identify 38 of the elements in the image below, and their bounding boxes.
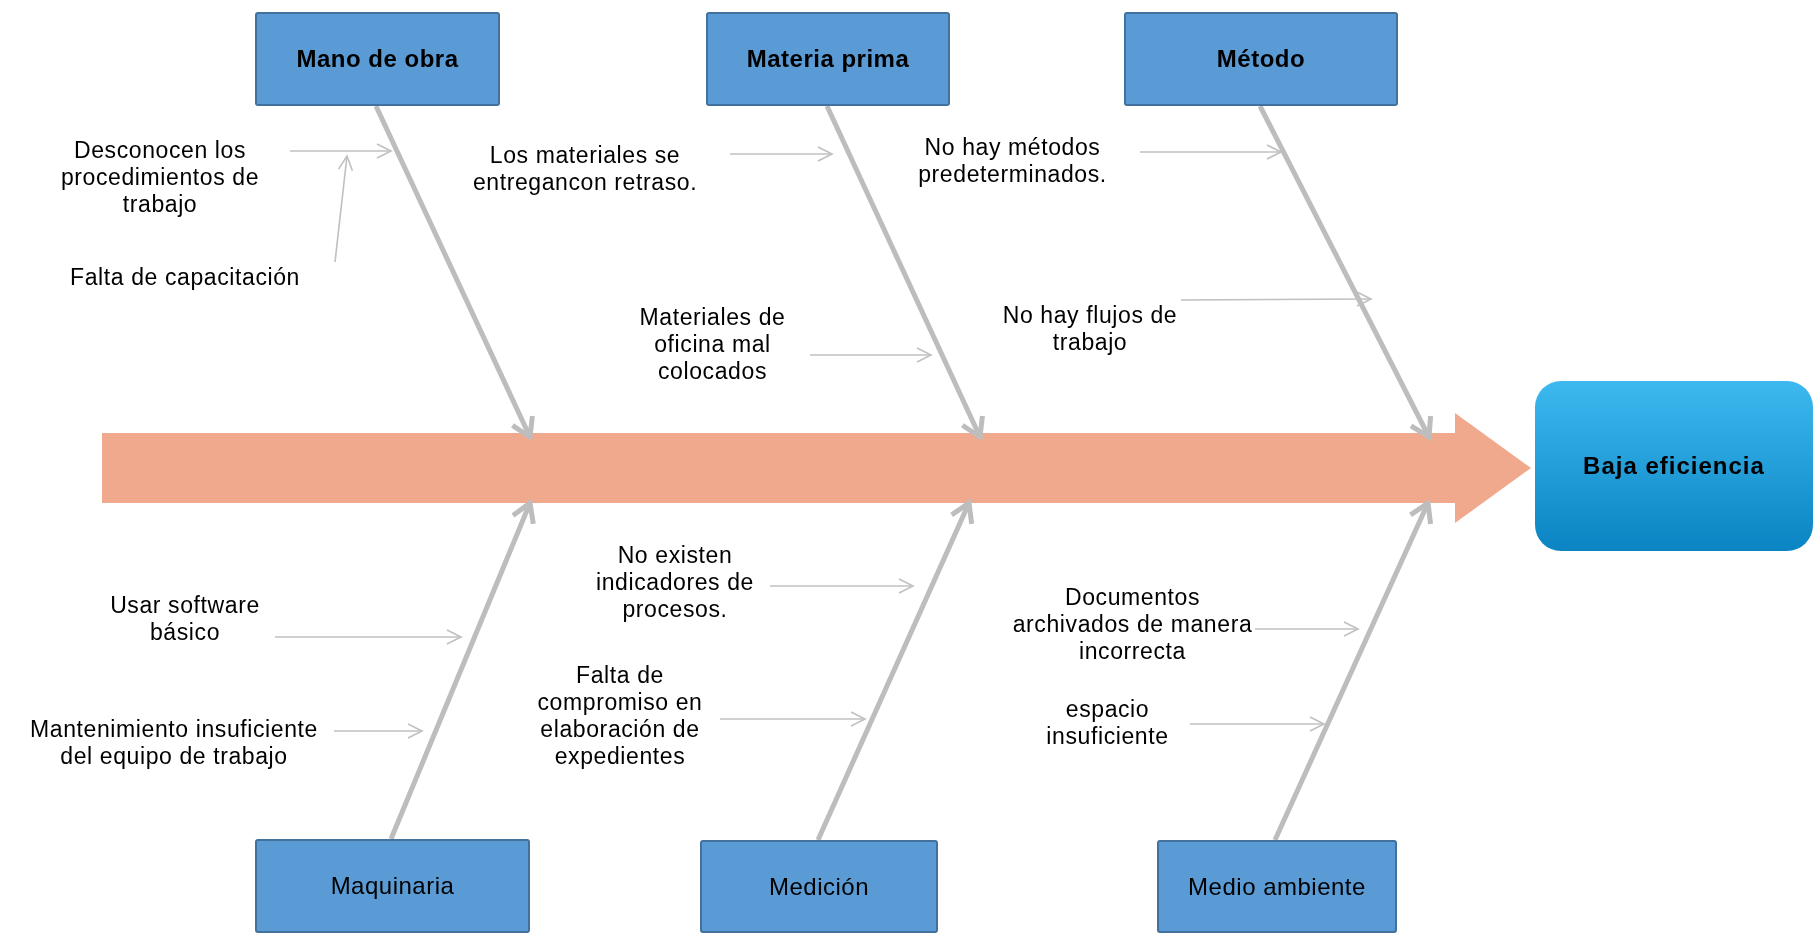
category-box: Método bbox=[1124, 12, 1398, 106]
cause-text: Documentos archivados de manera incorrecta bbox=[1010, 582, 1255, 667]
category-box: Maquinaria bbox=[255, 839, 530, 933]
bone-arrow bbox=[815, 500, 975, 842]
category-box: Medición bbox=[700, 840, 938, 933]
cause-text: No existen indicadores de procesos. bbox=[580, 540, 770, 625]
cause-arrow bbox=[334, 155, 354, 263]
cause-arrow bbox=[809, 347, 932, 363]
cause-text: Desconocen los procedimientos de trabajo bbox=[30, 135, 290, 220]
cause-arrow bbox=[719, 711, 866, 727]
category-box: Medio ambiente bbox=[1157, 840, 1397, 933]
bone-arrow bbox=[373, 104, 535, 440]
cause-arrow bbox=[1189, 716, 1325, 732]
cause-arrow bbox=[1254, 621, 1359, 637]
cause-text: No hay flujos de trabajo bbox=[975, 300, 1205, 358]
spine-arrow bbox=[102, 413, 1531, 523]
bone-arrow bbox=[388, 500, 536, 840]
cause-text: Falta de compromiso en elaboración de expedientes bbox=[520, 660, 720, 772]
cause-text: Usar software básico bbox=[95, 590, 275, 648]
cause-text: Materiales de oficina mal colocados bbox=[615, 302, 810, 387]
cause-arrow bbox=[729, 146, 833, 162]
cause-text: espacio insuficiente bbox=[1025, 694, 1190, 752]
effect-box: Baja eficiencia bbox=[1535, 381, 1813, 551]
cause-arrow bbox=[1180, 291, 1372, 307]
cause-arrow bbox=[1139, 144, 1282, 160]
category-box: Mano de obra bbox=[255, 12, 500, 106]
cause-text: Falta de capacitación bbox=[35, 262, 335, 292]
category-box: Materia prima bbox=[706, 12, 950, 106]
cause-text: No hay métodos predeterminados. bbox=[885, 132, 1140, 190]
cause-arrow bbox=[333, 723, 423, 739]
cause-arrow bbox=[289, 143, 392, 159]
cause-arrow bbox=[274, 629, 462, 645]
cause-text: Los materiales se entregancon retraso. bbox=[440, 140, 730, 198]
cause-text: Mantenimiento insuficiente del equipo de trabajo bbox=[14, 700, 334, 785]
bone-arrow bbox=[1257, 104, 1434, 440]
bone-arrow bbox=[1272, 500, 1434, 842]
cause-arrow bbox=[769, 578, 914, 594]
bone-arrow bbox=[824, 104, 985, 440]
